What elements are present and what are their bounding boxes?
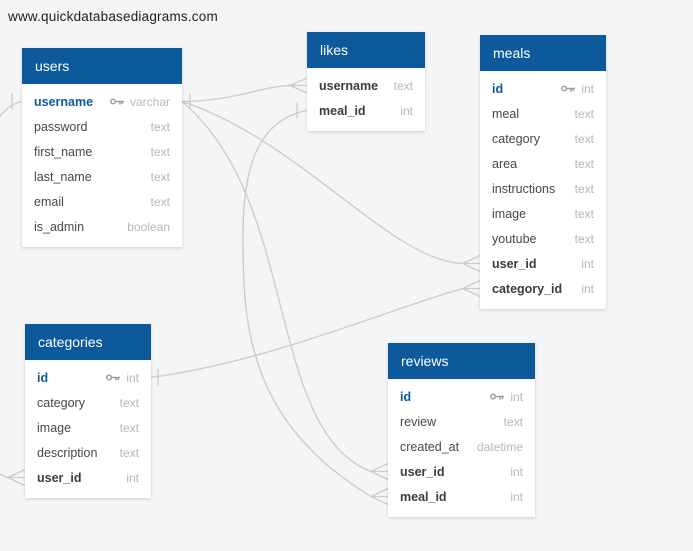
table-users[interactable]: users username varchar password text fir…: [22, 48, 182, 247]
field-row-meal-id: meal_id int: [400, 489, 523, 504]
crow-foot: [289, 77, 308, 94]
field-row-username: username varchar: [34, 94, 170, 109]
table-likes[interactable]: likes username text meal_id int: [307, 32, 425, 131]
field-row-user-id: user_id int: [492, 256, 594, 271]
crow-foot: [462, 254, 481, 273]
primary-key-icon: [561, 84, 576, 93]
crow-foot: [370, 487, 389, 506]
primary-key-icon: [110, 97, 125, 106]
table-meals[interactable]: meals id int meal text category text are…: [480, 35, 606, 309]
field-row-image: image text: [37, 420, 139, 435]
field-row-meal-id: meal_id int: [319, 103, 413, 118]
table-title: likes: [320, 42, 349, 58]
field-row-user-id: user_id int: [400, 464, 523, 479]
table-categories-header[interactable]: categories: [25, 324, 151, 360]
primary-key-icon: [490, 392, 505, 401]
table-reviews-body: id int review text created_at datetime u…: [388, 379, 535, 517]
field-row-youtube: youtube text: [492, 231, 594, 246]
field-row-description: description text: [37, 445, 139, 460]
field-row-is-admin: is_admin boolean: [34, 219, 170, 234]
field-row-image: image text: [492, 206, 594, 221]
field-row-id: id int: [400, 389, 523, 404]
table-categories[interactable]: categories id int category text image te…: [25, 324, 151, 498]
table-users-body: username varchar password text first_nam…: [22, 84, 182, 247]
quickdbd-watermark: www.quickdatabasediagrams.com: [8, 9, 218, 24]
relationship-users-reviews: [181, 101, 389, 481]
table-categories-body: id int category text image text descript…: [25, 360, 151, 498]
field-row-meal: meal text: [492, 106, 594, 121]
primary-key-icon: [106, 373, 121, 382]
field-row-category: category text: [492, 131, 594, 146]
table-title: meals: [493, 45, 531, 61]
field-row-username: username text: [319, 78, 413, 93]
field-row-category-id: category_id int: [492, 281, 594, 296]
table-meals-body: id int meal text category text area text…: [480, 71, 606, 309]
crow-foot: [370, 462, 389, 481]
table-likes-body: username text meal_id int: [307, 68, 425, 131]
field-row-id: id int: [37, 370, 139, 385]
field-row-password: password text: [34, 119, 170, 134]
field-row-category: category text: [37, 395, 139, 410]
table-reviews-header[interactable]: reviews: [388, 343, 535, 379]
table-likes-header[interactable]: likes: [307, 32, 425, 68]
crow-foot: [7, 468, 26, 487]
table-title: reviews: [401, 353, 449, 369]
relationship-likes-reviews: [242, 102, 389, 506]
table-title: categories: [38, 334, 103, 350]
table-title: users: [35, 58, 70, 74]
field-row-first-name: first_name text: [34, 144, 170, 159]
table-users-header[interactable]: users: [22, 48, 182, 84]
table-reviews[interactable]: reviews id int review text created_at da…: [388, 343, 535, 517]
field-row-area: area text: [492, 156, 594, 171]
field-row-user-id: user_id int: [37, 470, 139, 485]
field-row-instructions: instructions text: [492, 181, 594, 196]
relationship-users-likes: [181, 77, 308, 110]
field-row-last-name: last_name text: [34, 169, 170, 184]
crow-foot: [462, 279, 481, 298]
field-row-created-at: created_at datetime: [400, 439, 523, 454]
field-row-id: id int: [492, 81, 594, 96]
field-row-email: email text: [34, 194, 170, 209]
field-row-review: review text: [400, 414, 523, 429]
table-meals-header[interactable]: meals: [480, 35, 606, 71]
